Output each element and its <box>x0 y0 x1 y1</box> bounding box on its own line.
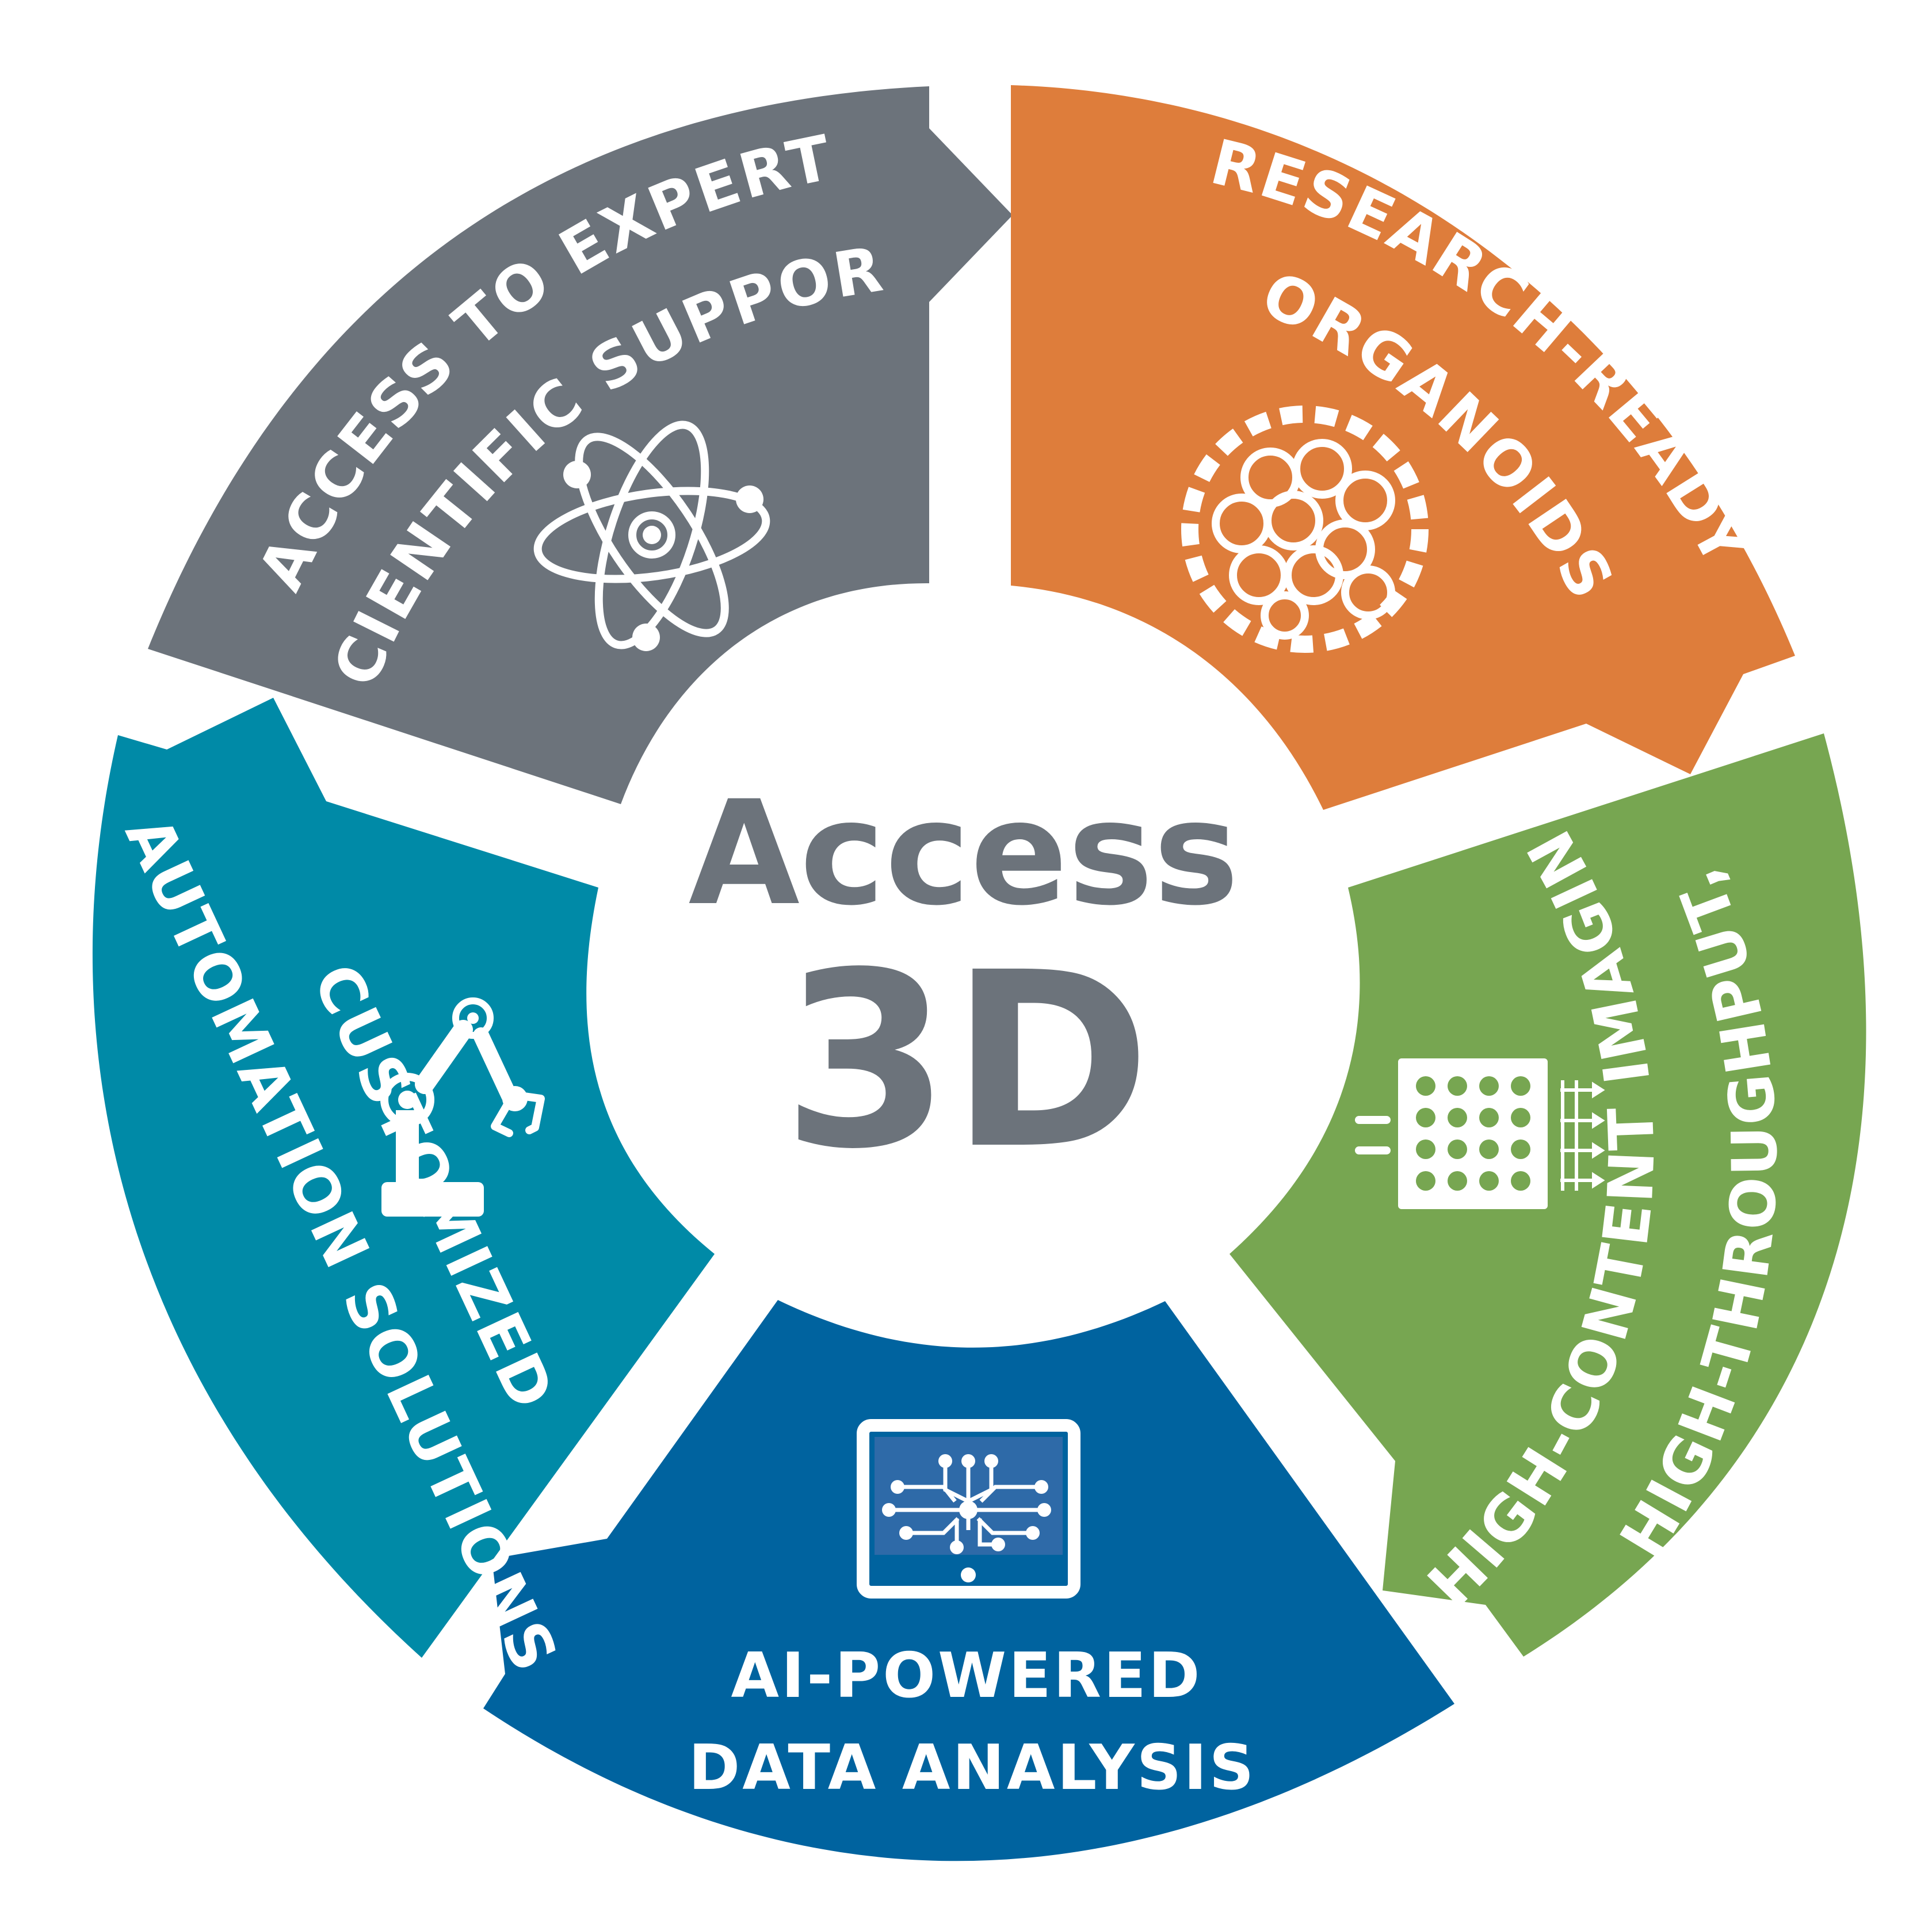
segment-imaging <box>1230 733 1866 1657</box>
well-plate-icon <box>1355 1058 1605 1209</box>
plate-well <box>1479 1076 1499 1096</box>
center-title: Access <box>688 770 1239 937</box>
plate-well <box>1479 1140 1499 1159</box>
plate-well <box>1511 1076 1530 1096</box>
organoid-icon <box>1181 406 1429 653</box>
plate-well <box>1511 1108 1530 1127</box>
robot-arm-icon <box>380 997 545 1217</box>
plate-well <box>1416 1171 1435 1191</box>
atom-icon <box>533 420 770 651</box>
plate-well <box>1416 1140 1435 1159</box>
plate-well <box>1479 1171 1499 1191</box>
plate-well <box>1416 1108 1435 1127</box>
plate-well <box>1448 1108 1467 1127</box>
plate-well <box>1511 1171 1530 1191</box>
plate-well <box>1448 1140 1467 1159</box>
plate-well <box>1448 1171 1467 1191</box>
plate-well <box>1416 1076 1435 1096</box>
plate-well <box>1511 1140 1530 1159</box>
plate-well <box>1479 1108 1499 1127</box>
plate-wells <box>1416 1076 1530 1191</box>
center-subtitle: 3D <box>782 921 1151 1202</box>
plate-well <box>1448 1076 1467 1096</box>
label-data-analysis-1: AI-POWERED <box>731 1640 1202 1712</box>
label-data-analysis-2: DATA ANALYSIS <box>689 1732 1257 1804</box>
circuit-monitor-icon <box>857 1419 1080 1599</box>
segment-organoids <box>1011 85 1795 810</box>
